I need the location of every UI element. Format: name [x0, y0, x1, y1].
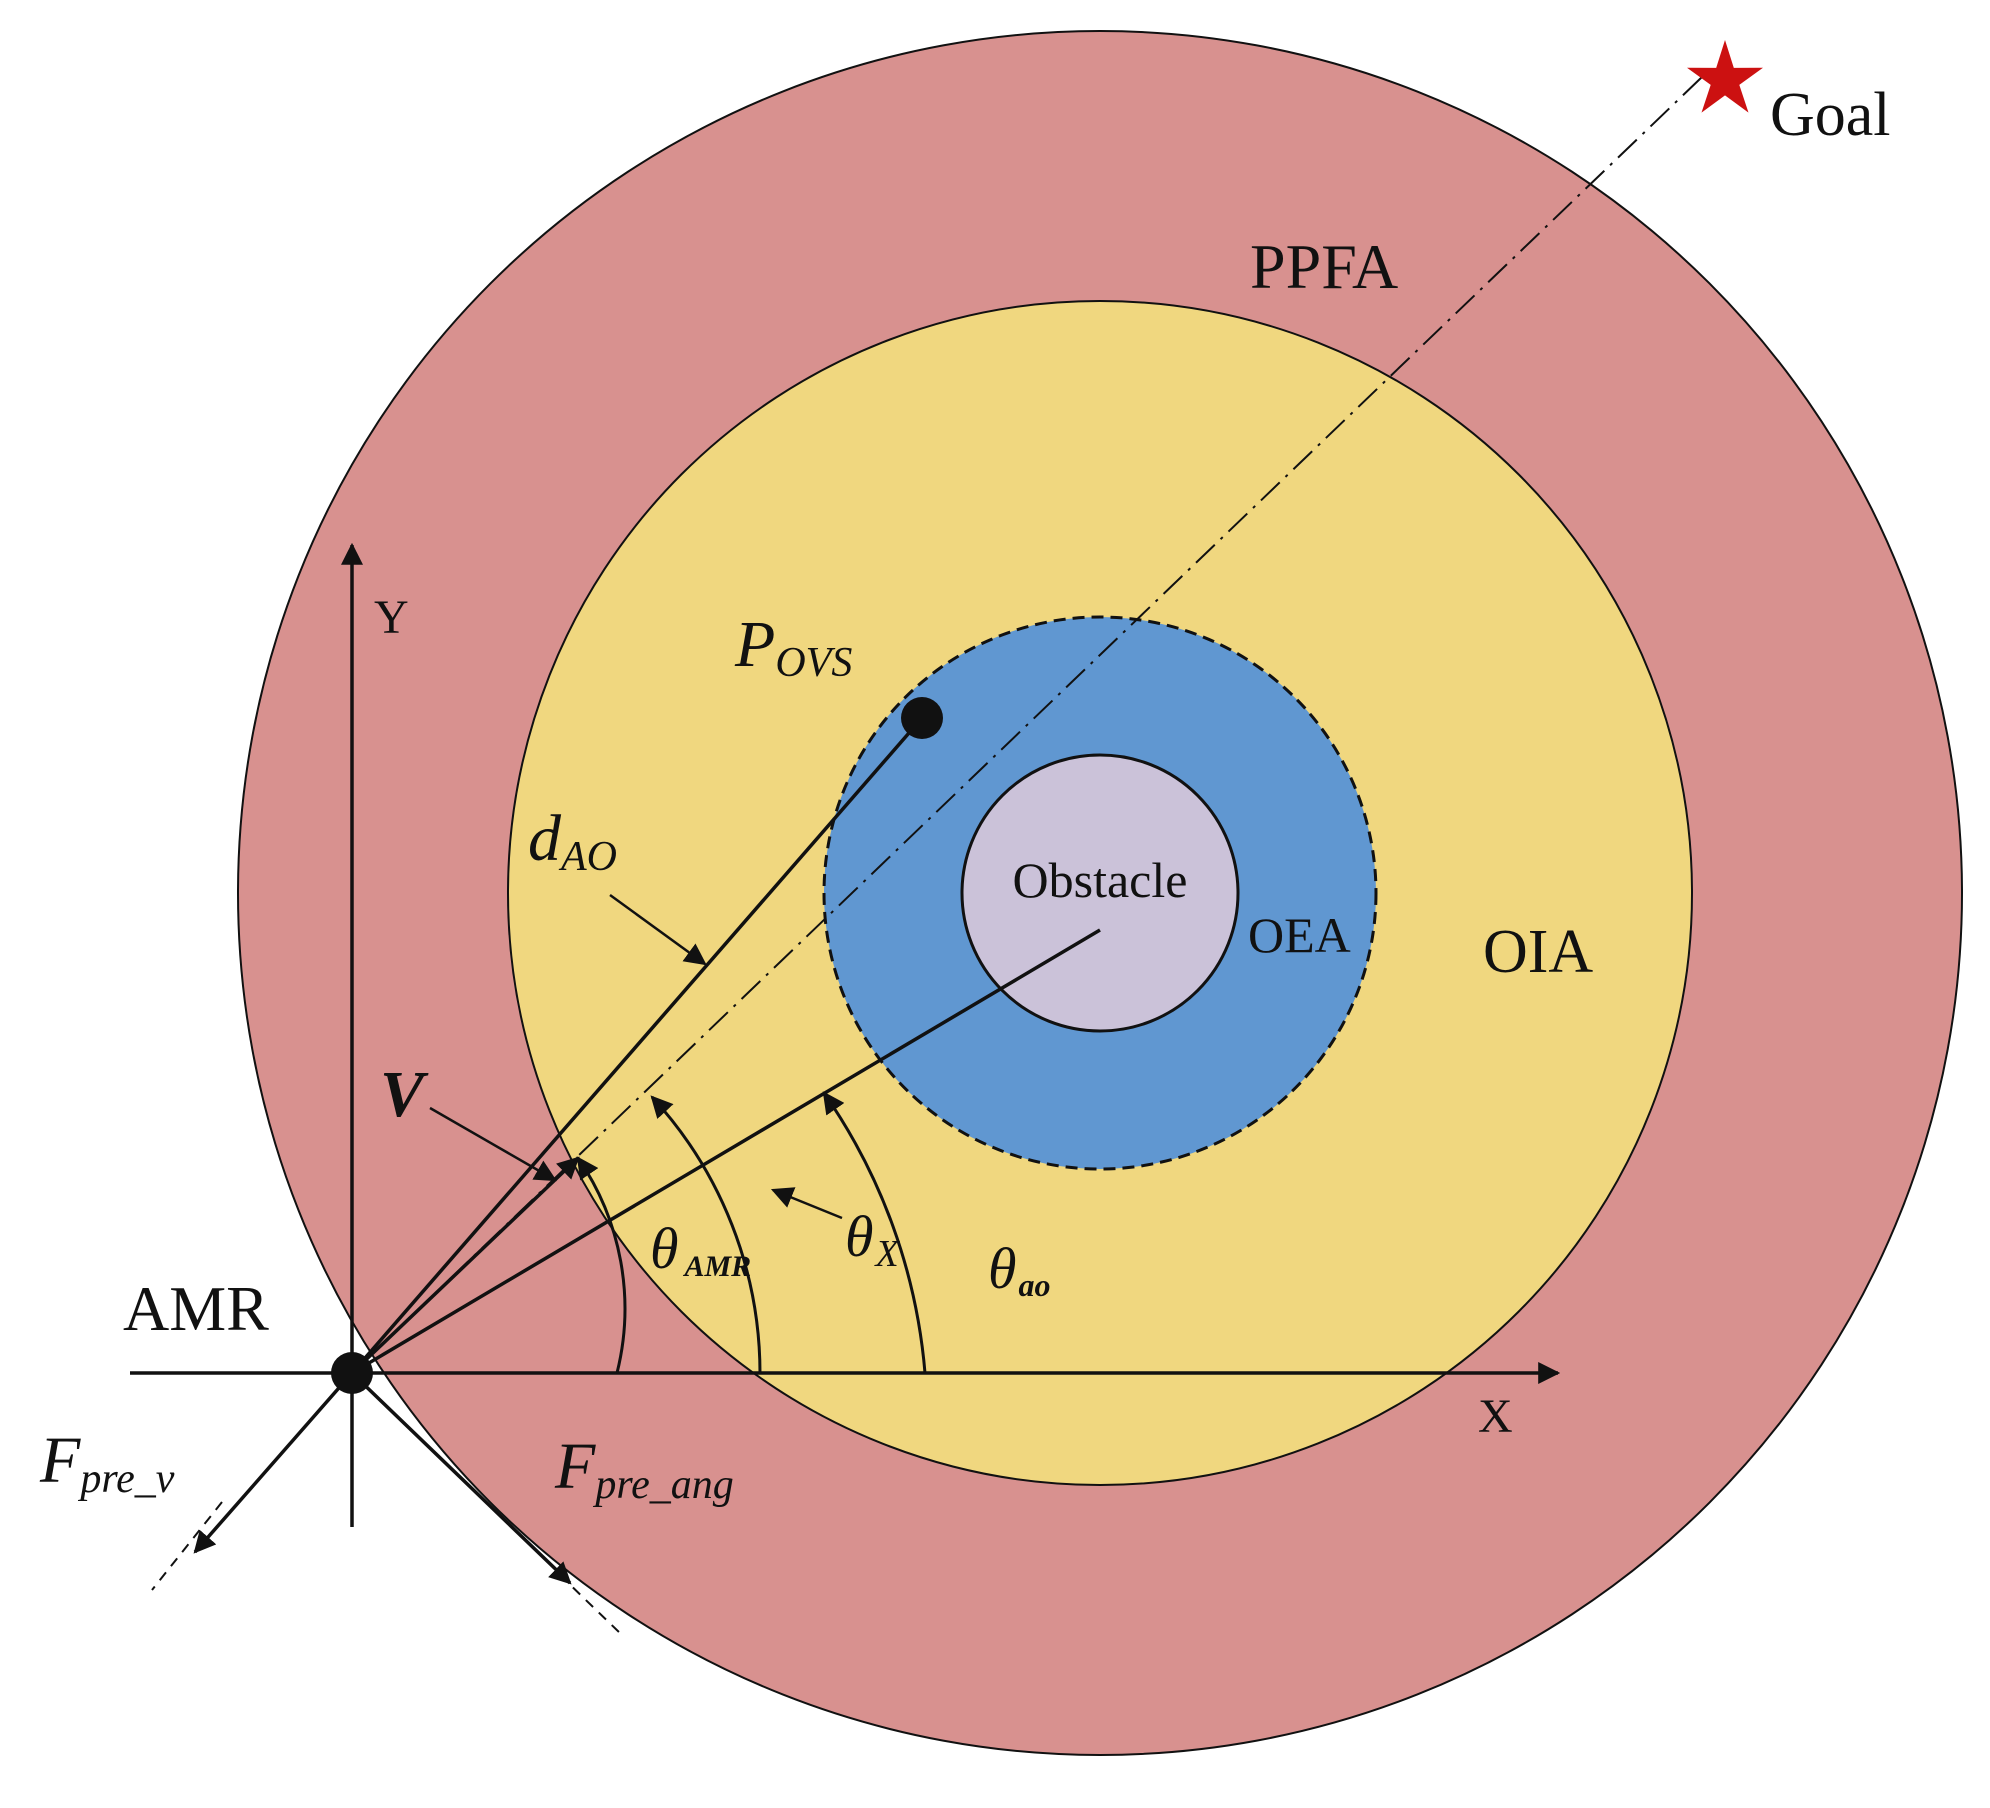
ppfa-label: PPFA: [1250, 231, 1398, 302]
f-pre-ang-vector: [350, 1371, 572, 1585]
theta-ao-arc: [822, 1091, 927, 1374]
obstacle-zone: [960, 753, 1240, 1033]
p-ovs-point: [901, 697, 943, 739]
velocity-vector: [350, 1156, 580, 1375]
amr-label: AMR: [123, 1273, 269, 1344]
d-ao-pointer: [609, 893, 707, 966]
d-ao-line: [350, 716, 924, 1375]
goal-label: Goal: [1770, 81, 1891, 149]
oia-label: OIA: [1483, 918, 1593, 986]
theta-x-arc: [650, 1095, 762, 1374]
obstacle-label: Obstacle: [1013, 852, 1188, 908]
theta-x-pointer: [770, 1187, 843, 1220]
f-pre-v-extension: [151, 1501, 223, 1591]
amr-point: [331, 1352, 373, 1394]
f-pre-v-label: Fpre_v: [39, 1424, 175, 1502]
theta-amr-arc: [576, 1156, 627, 1374]
d-ao-label: dAO: [528, 802, 617, 880]
v-label: V: [380, 1058, 429, 1131]
f-pre-v-vector: [193, 1371, 354, 1554]
theta-x-label: θX: [845, 1204, 901, 1275]
p-ovs-label: POVS: [734, 608, 852, 686]
f-pre-ang-label: Fpre_ang: [554, 1430, 734, 1508]
f-pre-ang-extension: [559, 1574, 623, 1636]
oea-label: OEA: [1248, 907, 1351, 963]
ao-line: [351, 928, 1101, 1375]
x-axis-label: X: [1478, 1390, 1513, 1443]
theta-ao-label: θao: [988, 1236, 1051, 1303]
v-pointer: [429, 1106, 557, 1182]
goal-direction-line: [351, 76, 1703, 1374]
y-axis-label: Y: [374, 591, 409, 644]
star-icon: [1687, 40, 1763, 113]
